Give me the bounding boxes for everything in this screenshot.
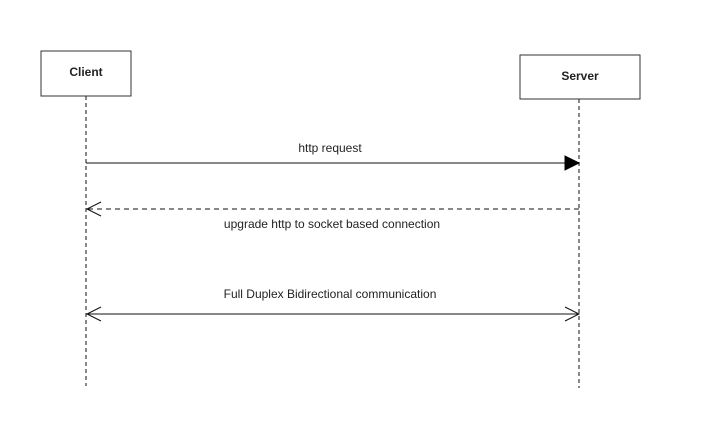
message-full-duplex: Full Duplex Bidirectional communication <box>85 287 581 322</box>
open-arrowhead-right-icon <box>564 306 581 322</box>
message-http-request: http request <box>86 141 581 171</box>
client-actor-box <box>40 50 132 97</box>
server-actor-label: Server <box>561 69 599 83</box>
client-actor: Client <box>40 50 132 97</box>
filled-arrowhead-icon <box>564 155 581 171</box>
server-actor-box <box>519 54 641 100</box>
message-label-upgrade: upgrade http to socket based connection <box>224 217 440 231</box>
server-actor: Server <box>519 54 641 100</box>
client-actor-label: Client <box>69 65 102 79</box>
message-upgrade-connection: upgrade http to socket based connection <box>85 201 579 231</box>
message-label-full-duplex: Full Duplex Bidirectional communication <box>224 287 437 301</box>
open-arrowhead-icon <box>85 201 102 217</box>
message-label-http-request: http request <box>298 141 362 155</box>
open-arrowhead-left-icon <box>85 306 102 322</box>
